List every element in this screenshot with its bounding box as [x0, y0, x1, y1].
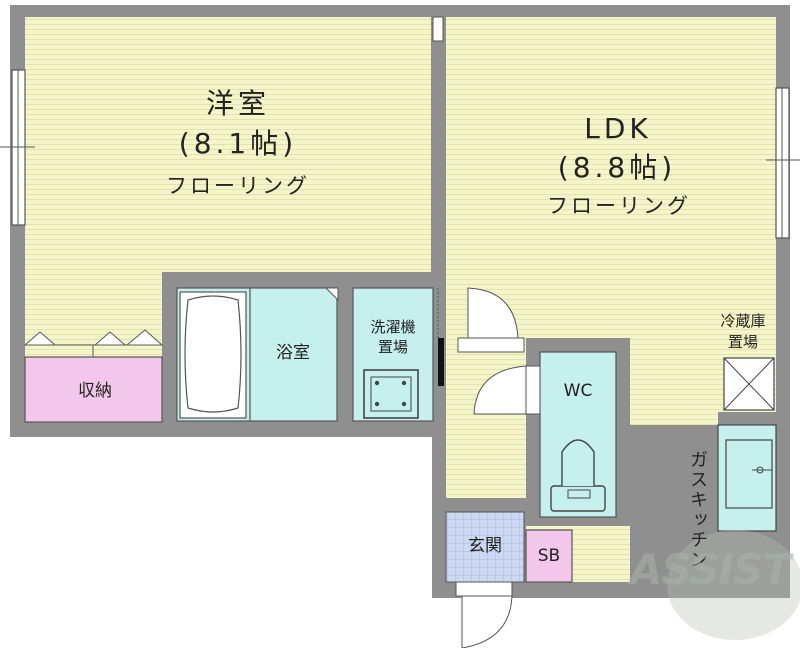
- shoebox: [525, 529, 573, 583]
- entrance-label: 玄関: [468, 536, 502, 556]
- fridge-label-1: 冷蔵庫: [720, 312, 766, 330]
- front-door-swing: [461, 595, 513, 648]
- western-room-name: 洋室: [205, 87, 270, 120]
- western-room-size: (8.1帖): [178, 127, 298, 160]
- western-room-floor-label: フローリング: [166, 174, 310, 198]
- toilet-bowl: [561, 439, 595, 486]
- bathroom-label: 浴室: [276, 343, 310, 363]
- storage-floor: [24, 356, 163, 423]
- wc-label: WC: [563, 381, 593, 401]
- storage-label: 収納: [78, 381, 112, 401]
- laundry-door: [438, 338, 444, 386]
- western-door: [457, 337, 525, 353]
- watermark-emblem: [667, 530, 800, 640]
- bathtub-inner: [184, 295, 242, 413]
- washer-pan: [363, 369, 419, 419]
- kitchen-sink: [725, 439, 773, 509]
- ldk-floor-label: フローリング: [547, 194, 691, 218]
- western-door-swing: [467, 287, 519, 339]
- fridge-label-2: 置場: [727, 333, 758, 351]
- front-door: [455, 581, 513, 597]
- bath-door-swing: [324, 287, 339, 302]
- ldk-name: LDK: [584, 112, 652, 145]
- partition-wall: [431, 17, 446, 272]
- hall-floor: [446, 338, 526, 498]
- laundry-label-1: 洗濯機: [370, 318, 416, 336]
- shoebox-label: SB: [537, 546, 561, 566]
- entrance-floor: [445, 511, 525, 583]
- laundry-label-2: 置場: [377, 338, 408, 356]
- watermark-logo: ASSIST: [630, 545, 791, 594]
- ldk-size: (8.8帖): [557, 151, 677, 184]
- kitchen-label: ガスキッチン: [687, 450, 708, 570]
- kitchen-counter: [717, 424, 777, 532]
